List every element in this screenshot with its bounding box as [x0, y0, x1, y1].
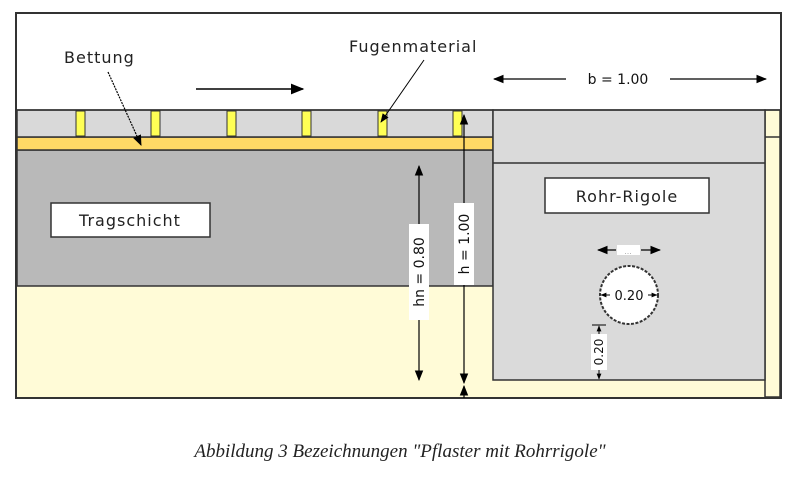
label-bettung: Bettung: [64, 48, 135, 67]
hn-label-bg: [409, 224, 429, 320]
pipe-cover-bg: [591, 334, 607, 370]
figure-caption: Abbildung 3 Bezeichnungen "Pflaster mit …: [194, 441, 606, 462]
joints: [75, 110, 463, 137]
label-fugenmaterial: Fugenmaterial: [349, 37, 477, 56]
paving-joint: [150, 110, 161, 137]
hn-dimension-label: hn = 0.80: [412, 237, 428, 307]
paving-joint: [301, 110, 312, 137]
bettung-leader-arrow: [107, 71, 142, 146]
rohr-rigole-label-box: [544, 177, 710, 214]
fugenmaterial-leader-arrow: [380, 59, 425, 123]
label-rohr-rigole: Rohr-Rigole: [576, 187, 678, 206]
paving-joint: [75, 110, 86, 137]
paving-joint: [226, 110, 237, 137]
subsoil-strip: [764, 109, 781, 398]
width-dimension-label: b = 1.00: [588, 72, 649, 88]
pipe-top-dim-bg: [617, 245, 640, 255]
pipe-cover-label: 0.20: [592, 339, 606, 366]
h-label-bg: [454, 203, 474, 285]
pipe-diameter-label: 0.20: [615, 289, 644, 304]
label-tragschicht: Tragschicht: [78, 211, 181, 230]
h-dimension-label: h = 1.00: [457, 214, 473, 275]
paving-joint: [452, 110, 463, 137]
paving-layer: [16, 109, 494, 138]
paving-joint: [377, 110, 388, 137]
tragschicht-label-box: [50, 202, 211, 238]
pipe-diameter-bg: [610, 287, 648, 303]
bedding-layer: [16, 136, 494, 151]
pipe-top-dim-label: ...: [624, 247, 632, 256]
